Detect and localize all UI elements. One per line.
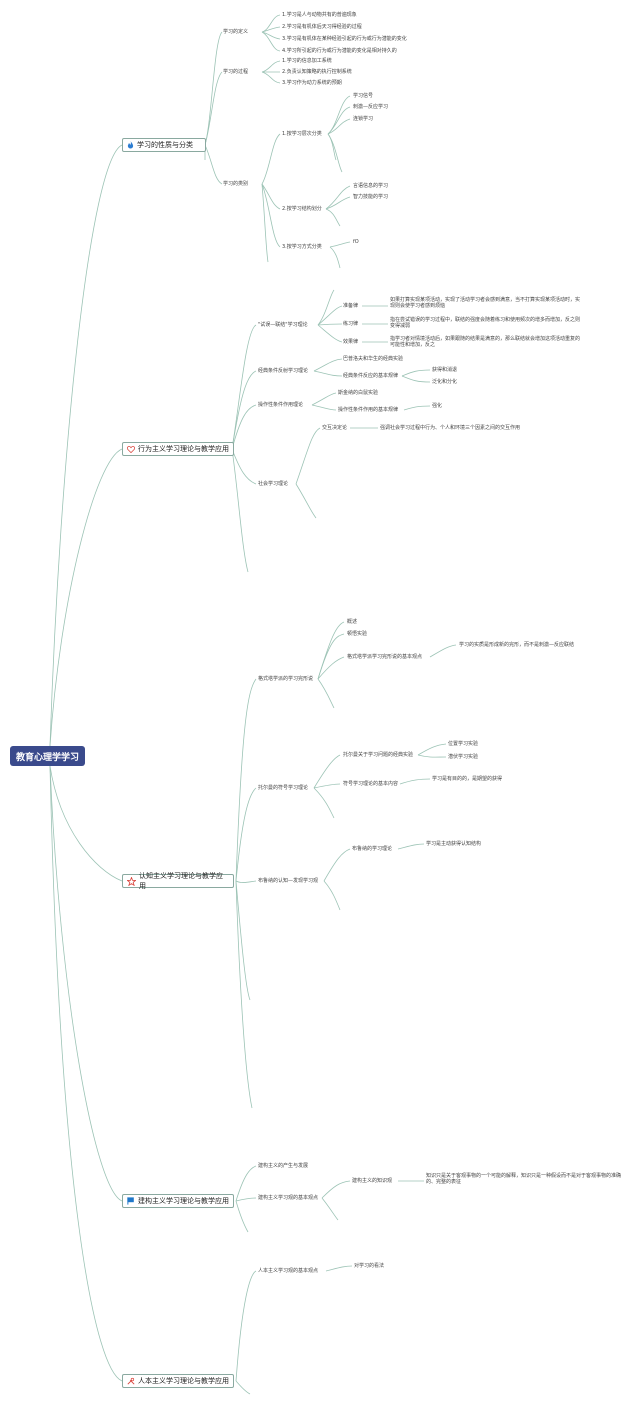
leaf-def-1: 1.学习是人与动物共有的普遍现象 <box>282 12 357 18</box>
leaf-def-2: 2.学习是有机体后天习得经验的过程 <box>282 24 362 30</box>
leaf-law-exercise: 指在尝试错误的学习过程中，联结的强度会随着练习和使用频次的增多而增加，反之则变得… <box>390 317 581 329</box>
leaf-generalization: 泛化和分化 <box>432 379 458 385</box>
leaf-reinforcement: 强化 <box>432 403 443 409</box>
node-reciprocal[interactable]: 交互决定论 <box>322 425 348 431</box>
tools-icon <box>127 1377 135 1385</box>
leaf-cat1-3: 连锁学习 <box>353 116 374 122</box>
node-cat-method[interactable]: 3.按学习方式分类 <box>282 244 322 250</box>
leaf-learning-view: 对学习的看法 <box>354 1263 385 1269</box>
node-law-effect[interactable]: 效果律 <box>343 339 359 345</box>
branch-label: 学习的性质与分类 <box>137 141 193 149</box>
node-bruner-theory[interactable]: 布鲁纳的学习理论 <box>352 846 393 852</box>
leaf-def-3: 3.学习是有机体在某种经验引起的行为或行为潜能的变化 <box>282 36 407 42</box>
leaf-sign-learning: 学习是有目的的，是期望的获得 <box>432 776 503 782</box>
node-gestalt-views[interactable]: 格式塔学派学习完形说的基本观点 <box>347 654 423 660</box>
leaf-cat2-1: 言语信息的学习 <box>353 183 389 189</box>
leaf-pavlov: 巴普洛夫和华生的经典实验 <box>343 356 404 362</box>
heart-icon <box>127 445 135 453</box>
branch-humanism[interactable]: 人本主义学习理论与教学应用 <box>122 1374 234 1388</box>
node-tolman[interactable]: 托尔曼的符号学习理论 <box>258 785 309 791</box>
leaf-constructivism-origin: 建构主义的产生与发展 <box>258 1163 309 1169</box>
leaf-place-learning: 位置学习实验 <box>448 741 479 747</box>
node-category[interactable]: 学习的类别 <box>223 181 249 187</box>
leaf-proc-3: 3.学习作为动力系统的预期 <box>282 80 342 86</box>
branch-label: 人本主义学习理论与教学应用 <box>138 1377 229 1385</box>
node-operant-laws[interactable]: 操作性条件作用的基本规律 <box>338 407 399 413</box>
leaf-cat1-1: 学习信号 <box>353 93 374 99</box>
node-knowledge-view[interactable]: 建构主义的知识观 <box>352 1178 393 1184</box>
branch-label: 建构主义学习理论与教学应用 <box>138 1197 229 1205</box>
leaf-cat1-2: 刺激—反应学习 <box>353 104 389 110</box>
branch-label: 行为主义学习理论与教学应用 <box>138 445 229 453</box>
branch-label: 认知主义学习理论与教学应用 <box>139 872 223 890</box>
node-cat-structure[interactable]: 2.按学习结构划分 <box>282 206 322 212</box>
leaf-gestalt-views: 学习的实质是形成新的完形，而不是刺激—反应联结 <box>459 642 575 648</box>
node-definition[interactable]: 学习的定义 <box>223 29 249 35</box>
node-gestalt[interactable]: 格式塔学派的学习完形说 <box>258 676 314 682</box>
node-law-exercise[interactable]: 练习律 <box>343 321 359 327</box>
leaf-cat2-2: 智力技能的学习 <box>353 194 389 200</box>
leaf-insight: 顿悟实验 <box>347 631 368 637</box>
branch-cognitivism[interactable]: 认知主义学习理论与教学应用 <box>122 872 234 890</box>
leaf-def-4: 4.学习所引起的行为或行为潜能的变化是相对持久的 <box>282 48 397 54</box>
node-humanism-views[interactable]: 人本主义学习观的基本观点 <box>258 1268 319 1274</box>
leaf-law-readiness: 如果打算实现某项活动，实现了活动学习者会感到满意，当不打算实现某项活动时，实现则… <box>390 297 581 309</box>
node-classical-laws[interactable]: 经典条件反应的基本规律 <box>343 373 399 379</box>
branch-constructivism[interactable]: 建构主义学习理论与教学应用 <box>122 1194 234 1208</box>
leaf-overview: 概述 <box>347 619 358 625</box>
leaf-proc-2: 2.负责认知策略的执行控制系统 <box>282 69 352 75</box>
root-node[interactable]: 教育心理学学习 <box>10 746 85 766</box>
leaf-knowledge-view: 知识只是关于客观事物的一个可能的解释，知识只是一种假设而不是对于客观事物的准确的… <box>426 1173 622 1185</box>
node-process[interactable]: 学习的过程 <box>223 69 249 75</box>
node-cat-level[interactable]: 1.按学习层次分类 <box>282 131 322 137</box>
leaf-proc-1: 1.学习的信息加工系统 <box>282 58 332 64</box>
node-classical-conditioning[interactable]: 经典条件反射学习理论 <box>258 368 309 374</box>
flag-icon <box>127 1197 134 1205</box>
leaf-latent-learning: 潜伏学习实验 <box>448 754 479 760</box>
node-trial-error[interactable]: "试误—联结"学习理论 <box>258 322 308 328</box>
node-law-readiness[interactable]: 准备律 <box>343 303 359 309</box>
node-social-learning[interactable]: 社会学习理论 <box>258 481 289 487</box>
branch-behaviorism[interactable]: 行为主义学习理论与教学应用 <box>122 442 234 456</box>
leaf-reciprocal: 强调社会学习过程中行为、个人和环境三个因素之间的交互作用 <box>380 425 521 431</box>
node-constructivism-views[interactable]: 建构主义学习观的基本观点 <box>258 1195 319 1201</box>
leaf-bruner-theory: 学习是主动获得认知结构 <box>426 841 482 847</box>
flame-icon <box>127 141 134 149</box>
leaf-law-effect: 指学习者对情境活动后，如果跟随的结果是满意的，那么联结就会增加这项活动重复的可能… <box>390 336 581 348</box>
node-bruner[interactable]: 布鲁纳的认知—发现学习观 <box>258 878 319 884</box>
leaf-cat3-1: fO <box>353 239 359 245</box>
star-icon <box>127 876 136 886</box>
branch-learning-nature[interactable]: 学习的性质与分类 <box>122 138 206 152</box>
node-tolman-exp[interactable]: 托尔曼关于学习问题的经典实验 <box>343 752 414 758</box>
node-sign-learning[interactable]: 符号学习理论的基本内容 <box>343 781 399 787</box>
leaf-acquisition: 获得和消退 <box>432 367 458 373</box>
node-operant[interactable]: 操作性条件作用理论 <box>258 402 304 408</box>
leaf-skinner: 斯金纳的白鼠实验 <box>338 390 379 396</box>
